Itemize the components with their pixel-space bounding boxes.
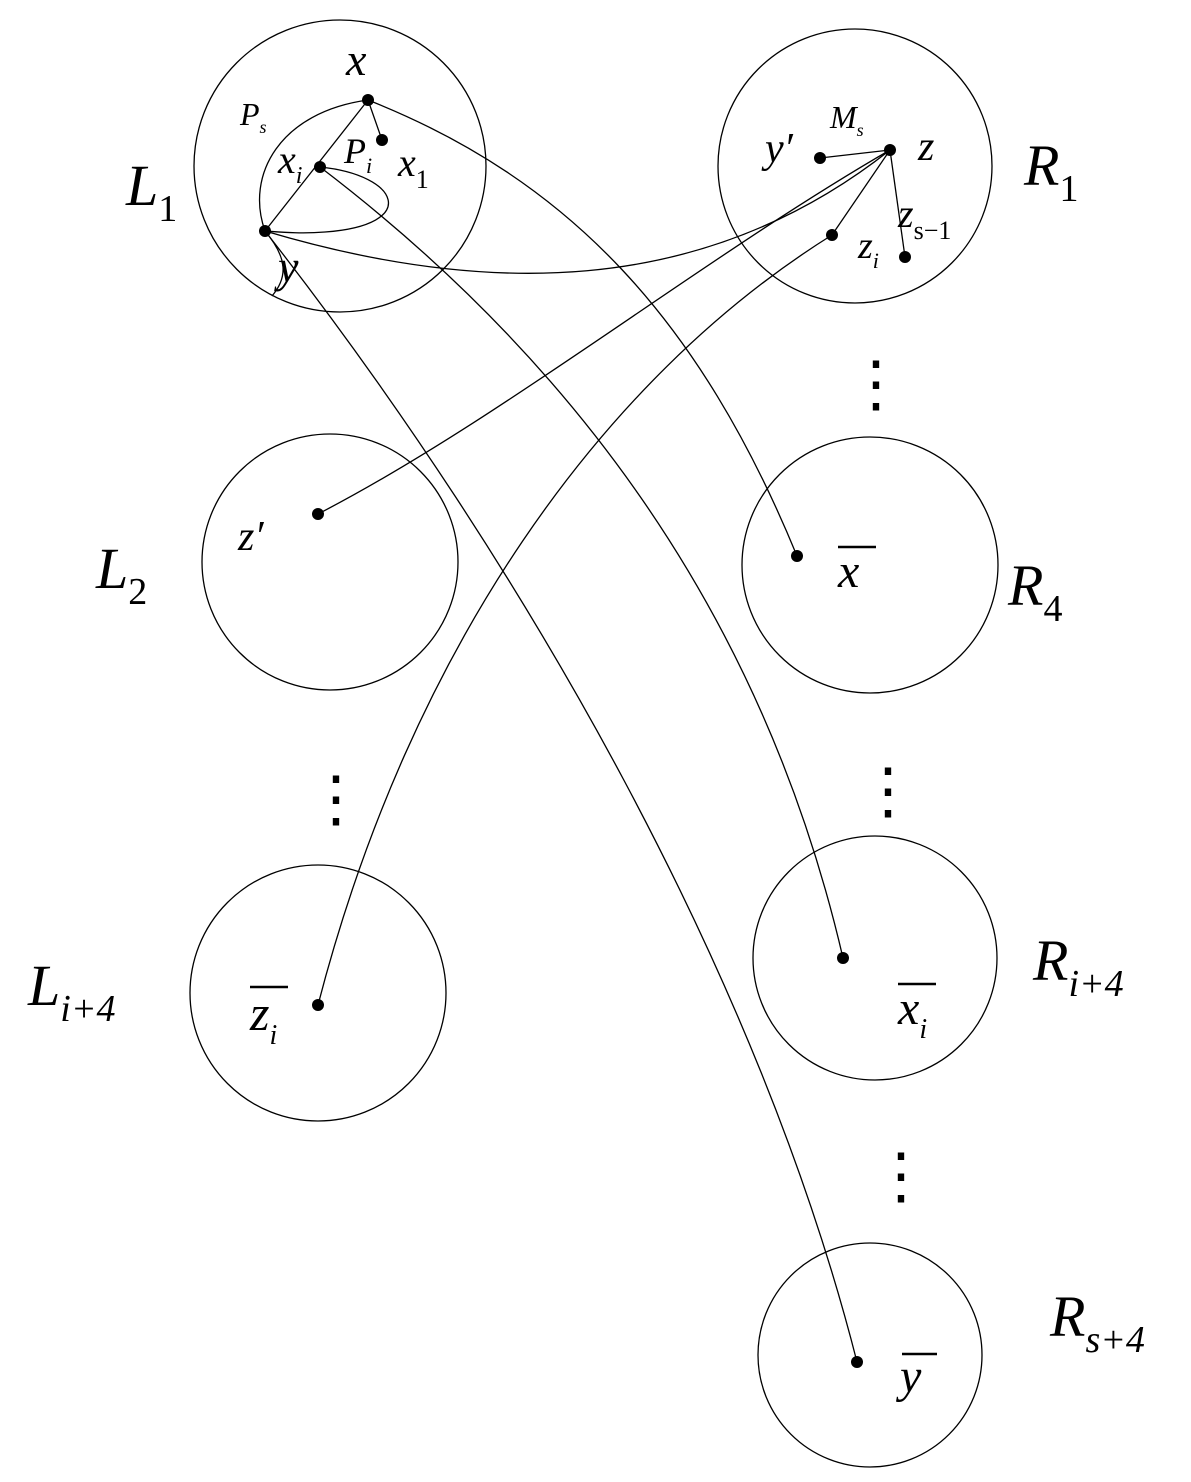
vertex-zprime <box>312 508 324 520</box>
label-zprime: z′ <box>237 514 264 560</box>
label-R4: R4 <box>1007 553 1062 630</box>
label-Ps: Ps <box>239 96 267 137</box>
path-Ps <box>258 99 369 232</box>
set-circle-Li4 <box>189 864 447 1122</box>
set-circle-R1 <box>717 28 993 304</box>
set-circle-R4 <box>741 436 999 694</box>
edge-z-zprime <box>317 149 891 515</box>
vertex-xbar <box>791 550 803 562</box>
ellipsis-L2-Li4: ⋮ <box>305 766 367 834</box>
set-circle-Rs4 <box>757 1242 983 1468</box>
ellipsis-R4-Ri4: ⋮ <box>857 758 919 826</box>
label-xi: xi <box>277 137 302 189</box>
vertex-xi <box>314 161 326 173</box>
label-x: x <box>345 34 367 85</box>
label-xibar: xi <box>897 982 927 1045</box>
label-zibar: zi <box>249 985 277 1051</box>
ellipsis-Ri4-Rs4: ⋮ <box>870 1143 932 1211</box>
vertex-x <box>362 94 374 106</box>
label-L2: L2 <box>95 536 147 613</box>
vertex-yprime <box>814 152 826 164</box>
path-Pi <box>264 166 389 234</box>
label-R1: R1 <box>1023 133 1078 210</box>
vertex-ybar <box>851 1356 863 1368</box>
label-Ri4: Ri+4 <box>1032 928 1124 1005</box>
label-Ms: Ms <box>829 99 864 140</box>
label-Li4: Li+4 <box>27 953 115 1030</box>
set-circle-Ri4 <box>752 835 998 1081</box>
edge-xi-xibar <box>319 166 844 959</box>
edge-x-x1 <box>367 99 383 141</box>
label-L1: L1 <box>125 153 177 230</box>
label-zs1: zs−1 <box>897 191 951 245</box>
label-x1: x1 <box>397 140 429 194</box>
vertex-y <box>259 225 271 237</box>
edge-z-zi <box>831 149 891 236</box>
edge-x-xbar <box>367 99 798 557</box>
vertex-zi <box>826 229 838 241</box>
ellipsis-R1-R4: ⋮ <box>845 351 907 419</box>
vertex-xibar <box>837 952 849 964</box>
label-Rs4: Rs+4 <box>1049 1284 1145 1361</box>
edge-zi-zibar <box>317 234 833 1006</box>
vertex-z <box>884 144 896 156</box>
edge-z-zs1 <box>889 149 906 258</box>
label-zi: zi <box>857 225 879 273</box>
edge-y-ybar <box>264 230 858 1363</box>
vertex-x1 <box>376 134 388 146</box>
label-xbar: x <box>837 545 859 598</box>
label-yprime: y′ <box>761 126 794 172</box>
vertex-zibar <box>312 999 324 1011</box>
label-y: y <box>274 241 299 292</box>
edge-z-yprime <box>819 149 891 159</box>
label-Pi: Pi <box>343 131 372 178</box>
set-circle-L2 <box>201 433 459 691</box>
edge-y-z <box>264 149 891 275</box>
set-circle-L1 <box>193 19 487 313</box>
label-ybar: y <box>895 1350 922 1403</box>
label-z: z <box>917 124 934 170</box>
vertex-zs1 <box>899 251 911 263</box>
